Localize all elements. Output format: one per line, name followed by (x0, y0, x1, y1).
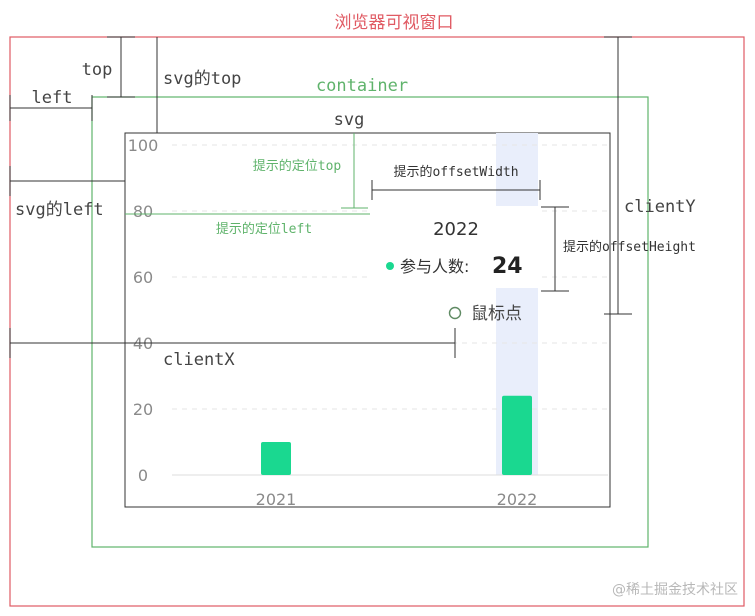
x-axis-ticks: 2021 2022 (256, 490, 538, 509)
svg-frame (124, 132, 611, 508)
y-tick-label: 80 (133, 202, 153, 221)
left-measure (9, 95, 93, 121)
y-tick-label: 100 (128, 136, 159, 155)
browser-viewport-frame (9, 36, 745, 607)
tooltip: 2022 参与人数: 24 (370, 206, 542, 288)
svg-left-label: svg的left (15, 200, 104, 220)
watermark: @稀土掘金技术社区 (612, 582, 738, 598)
svg-label: svg (334, 110, 365, 130)
mouse-point-label: 鼠标点 (471, 304, 522, 324)
tooltip-series-label: 参与人数: (400, 257, 469, 276)
y-tick-label: 0 (138, 466, 148, 485)
container-frame (91, 96, 649, 548)
tooltip-top-measure (341, 133, 368, 209)
y-tick-label: 20 (133, 400, 153, 419)
offset-width-label: 提示的offsetWidth (393, 164, 518, 180)
tooltip-box (370, 206, 542, 288)
browser-viewport-label: 浏览器可视窗口 (335, 13, 454, 33)
client-x-measure (9, 328, 456, 358)
svg-left-measure (9, 166, 125, 196)
x-tick-label: 2021 (256, 490, 297, 509)
top-label: top (82, 60, 113, 80)
tooltip-position-top-label: 提示的定位top (253, 158, 342, 174)
bars (261, 395, 532, 475)
top-measure (107, 36, 135, 98)
client-x-label: clientX (163, 350, 235, 370)
left-label: left (32, 88, 73, 108)
x-tick-label: 2022 (497, 490, 538, 509)
offset-height-label: 提示的offsetHeight (563, 239, 696, 255)
container-label: container (316, 76, 408, 96)
y-tick-label: 60 (133, 268, 153, 287)
mouse-point-marker (448, 306, 462, 320)
tooltip-series-dot (386, 262, 394, 270)
offset-width-measure (371, 180, 541, 200)
grid-lines (172, 144, 608, 476)
bar (261, 442, 291, 475)
offset-height-measure (541, 206, 569, 292)
client-y-label: clientY (624, 197, 696, 217)
tooltip-title: 2022 (433, 219, 479, 240)
tooltip-position-left-label: 提示的定位left (216, 221, 312, 237)
client-y-measure (604, 36, 632, 315)
svg-top-label: svg的top (163, 69, 241, 89)
bar (502, 395, 532, 475)
tooltip-series-value: 24 (492, 254, 523, 279)
